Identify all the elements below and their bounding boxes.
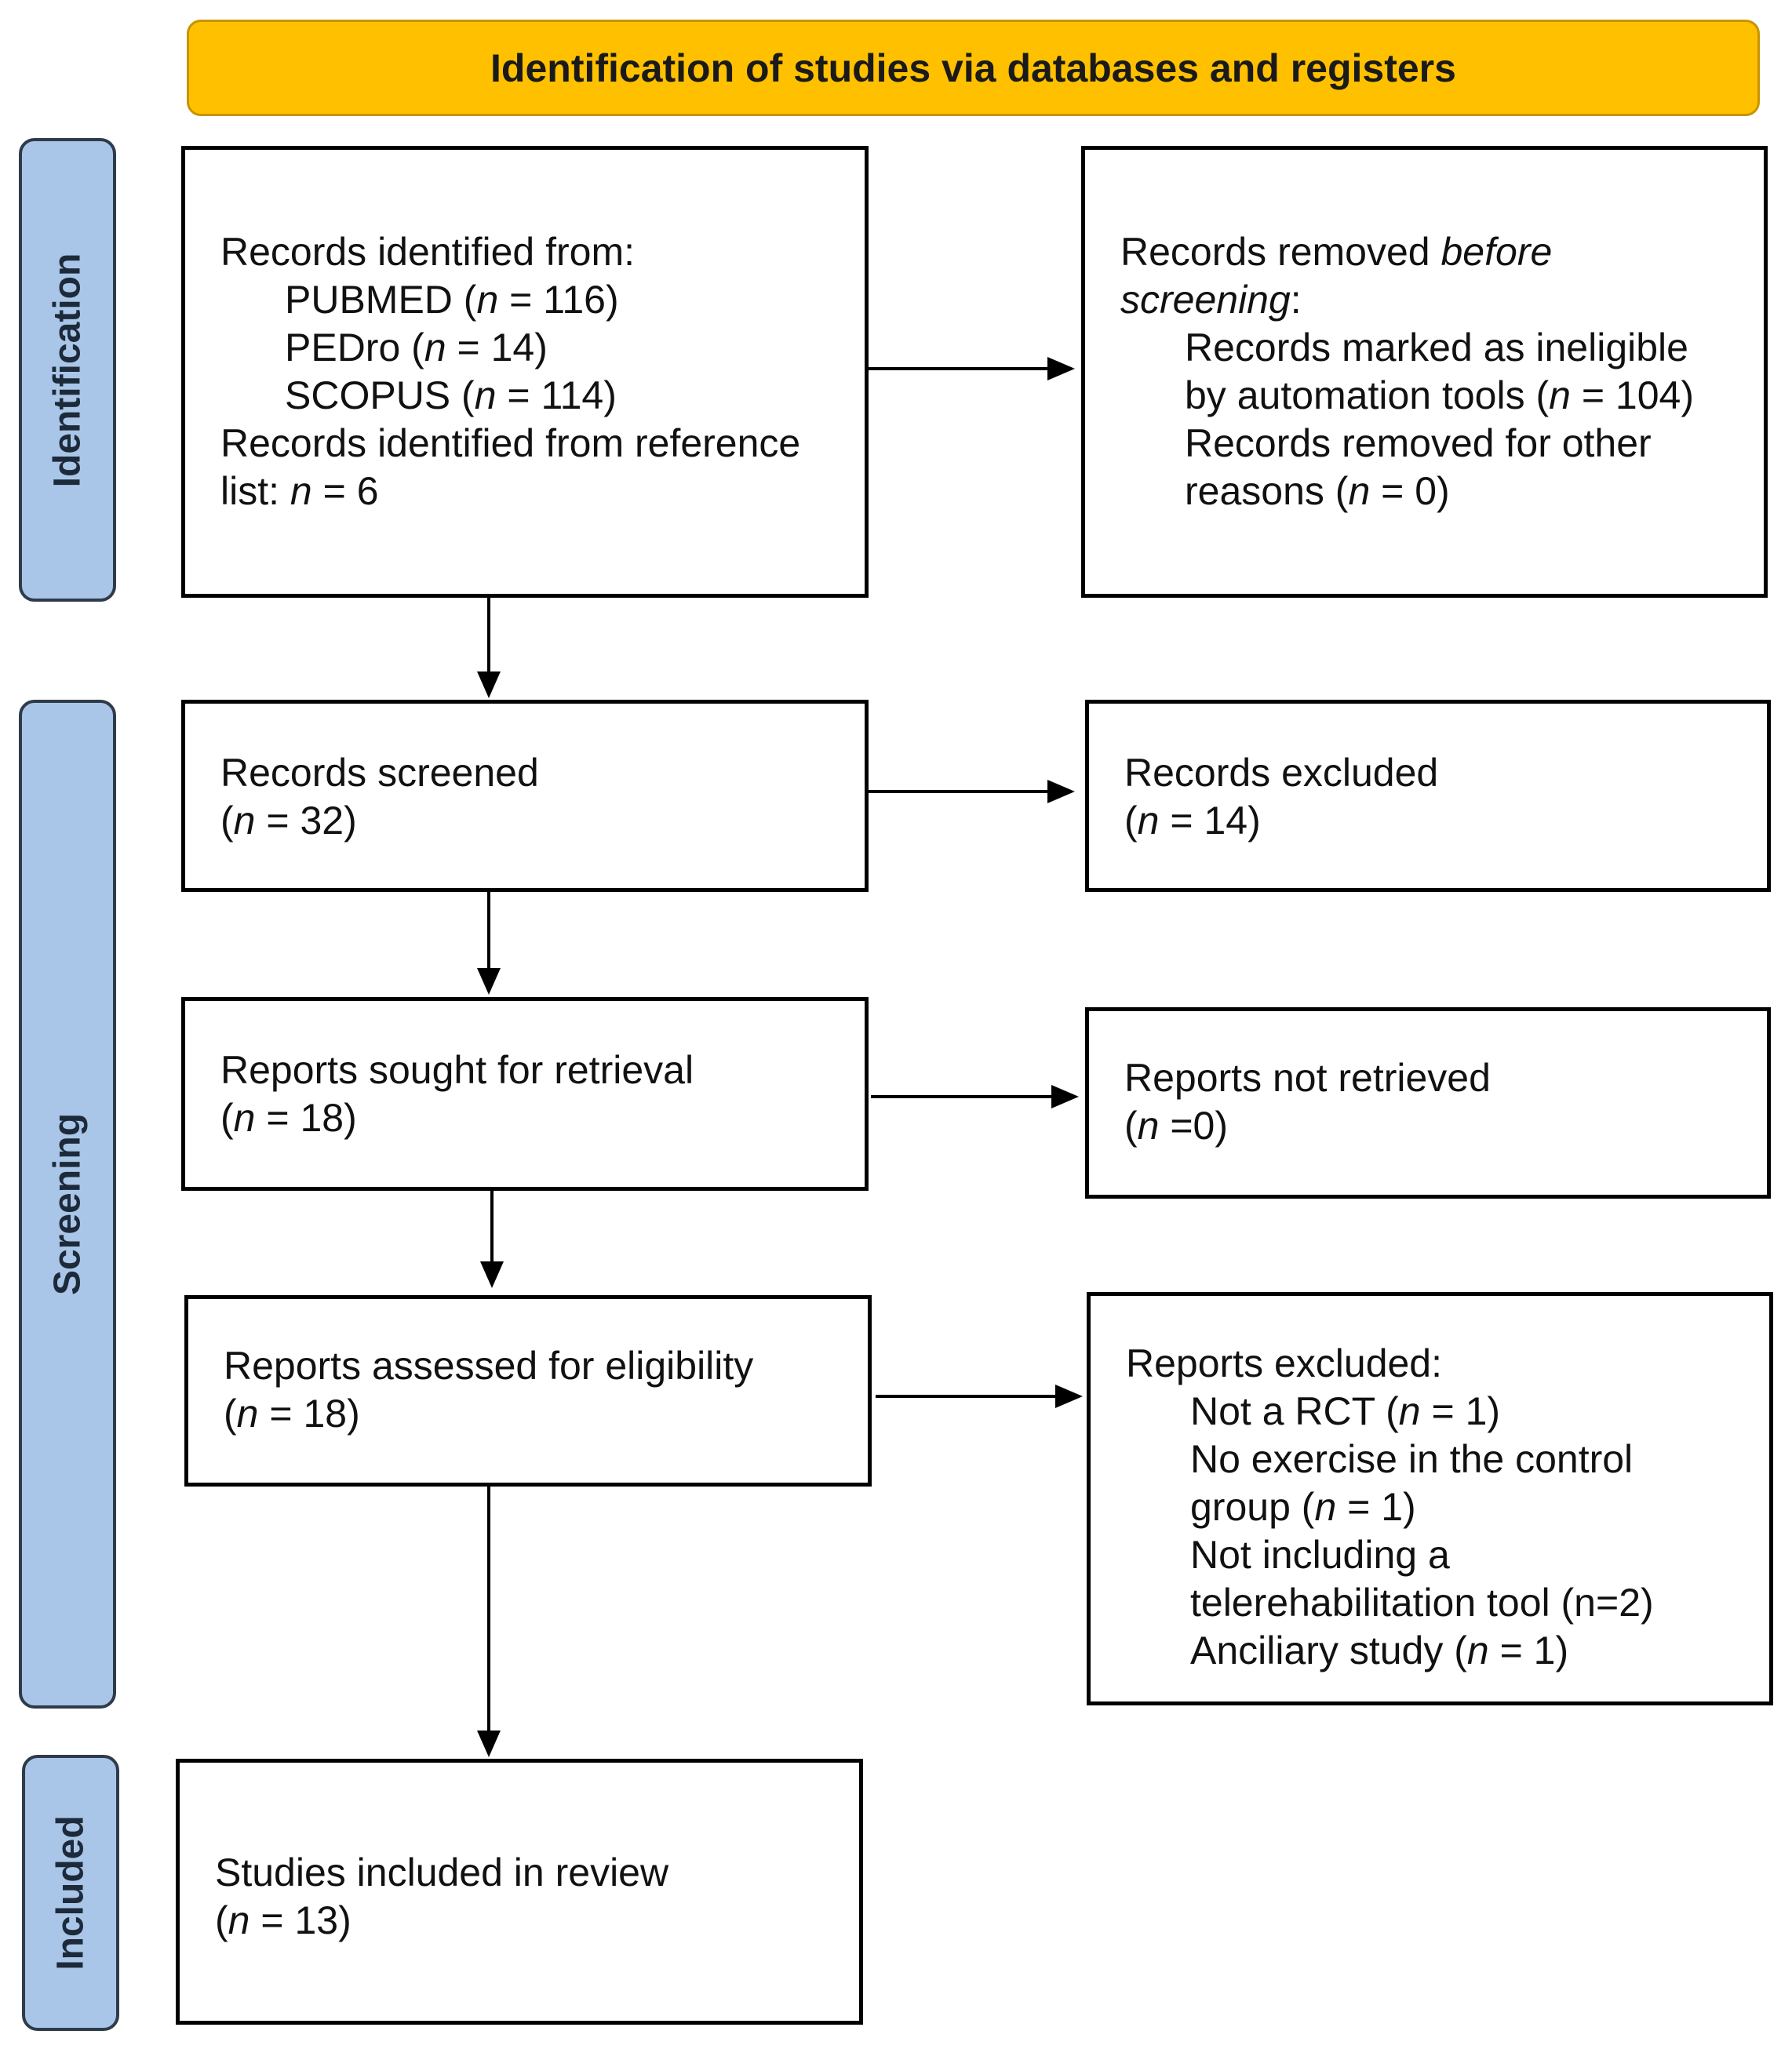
arrowhead-assessed-to-included: [477, 1731, 501, 1757]
reports-excluded-heading: Reports excluded:: [1126, 1341, 1443, 1385]
arrowhead-identified-to-screened: [477, 671, 501, 698]
reports-assessed-box: Reports assessed for eligibility (n = 18…: [184, 1295, 872, 1487]
arrowhead-assessed-to-excluded: [1055, 1385, 1083, 1408]
arrowhead-identified-to-removed: [1047, 357, 1075, 380]
source-pubmed: PUBMED (n = 116): [285, 278, 619, 322]
reports-sought-box: Reports sought for retrieval (n = 18): [181, 997, 869, 1191]
records-excluded-label: Records excluded: [1124, 751, 1439, 795]
reports-sought-label: Reports sought for retrieval: [220, 1048, 694, 1092]
records-excluded-box: Records excluded (n = 14): [1085, 700, 1771, 892]
records-removed-box: Records removed before screening: Record…: [1081, 146, 1768, 598]
excluded-control-line2: group (n = 1): [1190, 1485, 1416, 1529]
reports-not-retrieved-count: (n =0): [1124, 1104, 1229, 1148]
records-removed-heading: Records removed before: [1120, 230, 1553, 274]
records-identified-box: Records identified from: PUBMED (n = 116…: [181, 146, 869, 598]
excluded-control-line1: No exercise in the control: [1190, 1437, 1634, 1481]
other-reasons-line1: Records removed for other: [1185, 421, 1652, 465]
reports-assessed-label: Reports assessed for eligibility: [224, 1344, 754, 1388]
reference-list-line2: list: n = 6: [220, 469, 379, 513]
arrowhead-sought-to-assessed: [480, 1261, 504, 1288]
arrowhead-screened-to-sought: [477, 968, 501, 995]
source-pedro: PEDro (n = 14): [285, 326, 548, 369]
phase-included: Included: [22, 1755, 119, 2031]
records-screened-box: Records screened (n = 32): [181, 700, 869, 892]
records-identified-heading: Records identified from:: [220, 230, 636, 274]
other-reasons-line2: reasons (n = 0): [1185, 469, 1450, 513]
excluded-not-rct: Not a RCT (n = 1): [1190, 1389, 1501, 1433]
phase-screening: Screening: [19, 700, 116, 1709]
ineligible-line1: Records marked as ineligible: [1185, 326, 1688, 369]
studies-included-box: Studies included in review (n = 13): [176, 1759, 863, 2025]
reports-excluded-box: Reports excluded: Not a RCT (n = 1) No e…: [1087, 1292, 1773, 1705]
records-screened-label: Records screened: [220, 751, 539, 795]
header-title: Identification of studies via databases …: [490, 45, 1456, 90]
reference-list-line1: Records identified from reference: [220, 421, 801, 465]
reports-assessed-count: (n = 18): [224, 1392, 360, 1436]
identification-header: Identification of studies via databases …: [187, 20, 1760, 116]
studies-included-count: (n = 13): [215, 1898, 351, 1942]
studies-included-label: Studies included in review: [215, 1851, 669, 1894]
reports-not-retrieved-label: Reports not retrieved: [1124, 1056, 1491, 1100]
reports-not-retrieved-box: Reports not retrieved (n =0): [1085, 1007, 1771, 1199]
records-screened-count: (n = 32): [220, 799, 357, 843]
source-scopus: SCOPUS (n = 114): [285, 373, 617, 417]
excluded-tele-line2: telerehabilitation tool (n=2): [1190, 1581, 1654, 1625]
excluded-ancillary: Anciliary study (n = 1): [1190, 1629, 1569, 1672]
arrowhead-screened-to-excluded: [1047, 780, 1075, 803]
reports-sought-count: (n = 18): [220, 1096, 357, 1140]
ineligible-line2: by automation tools (n = 104): [1185, 373, 1695, 417]
records-removed-heading-line2: screening:: [1120, 278, 1302, 322]
arrowhead-sought-to-not-retrieved: [1051, 1085, 1079, 1108]
records-excluded-count: (n = 14): [1124, 799, 1261, 843]
excluded-tele-line1: Not including a: [1190, 1533, 1450, 1577]
phase-identification: Identification: [19, 138, 116, 602]
